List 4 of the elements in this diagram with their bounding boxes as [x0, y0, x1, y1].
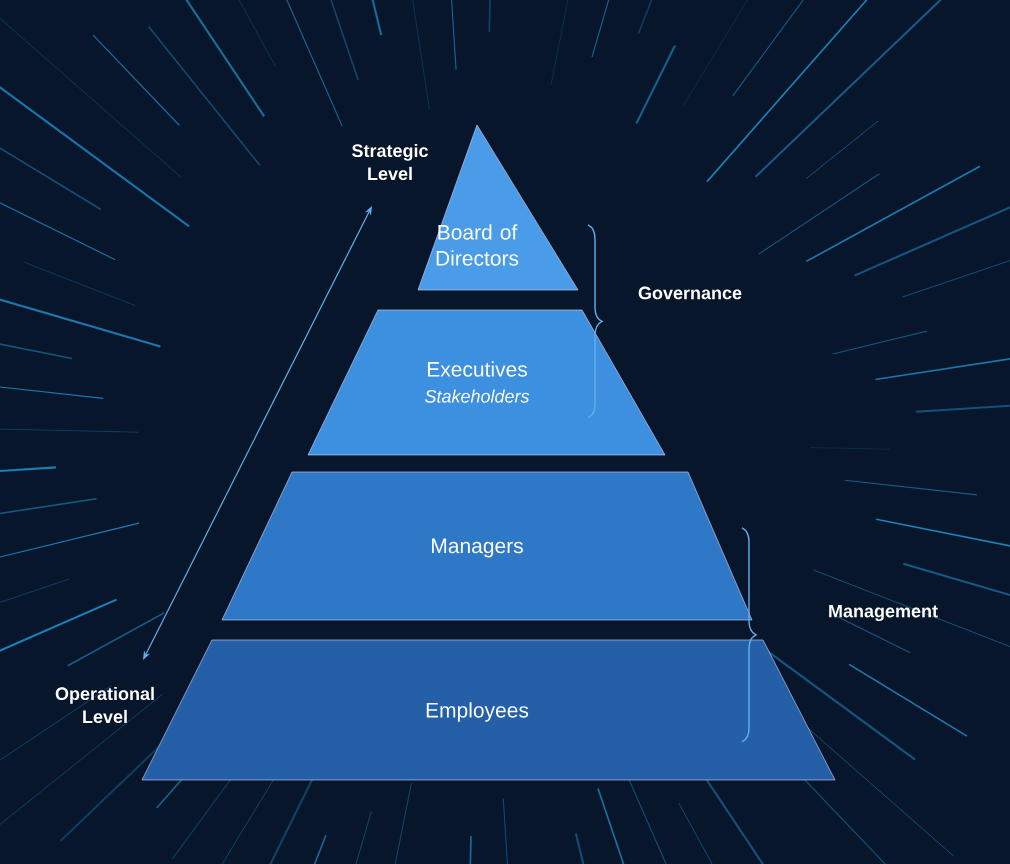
- pyramid-tier: Executives Stakeholders: [307, 309, 666, 456]
- level-label: Management: [829, 604, 938, 622]
- level-label: Governance: [638, 286, 742, 300]
- pyramid-tier: Managers: [221, 471, 753, 621]
